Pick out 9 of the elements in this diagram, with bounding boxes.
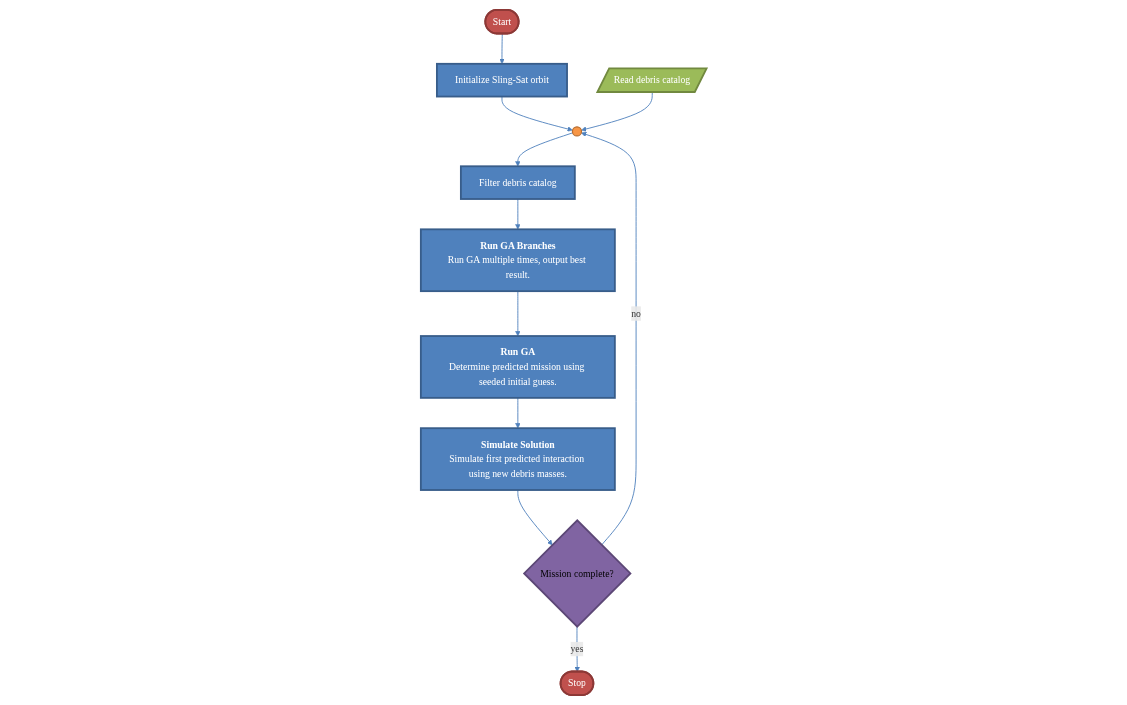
node-box: Initialize Sling-Sat orbit bbox=[435, 62, 568, 98]
node-box: Run GA Determine predicted mission using seeded initial guess. bbox=[419, 335, 616, 399]
node-circle bbox=[571, 126, 582, 137]
edge-label: yes bbox=[570, 643, 584, 654]
node-box: Simulate Solution Simulate first predicted interaction using new debris masses. bbox=[419, 427, 616, 491]
edge-label: no bbox=[631, 308, 641, 319]
node-diamond: Mission complete? bbox=[522, 519, 632, 628]
node-box: Filter debris catalog bbox=[459, 165, 576, 200]
node-box: Run GA Branches Run GA multiple times, output best result. bbox=[419, 228, 616, 293]
